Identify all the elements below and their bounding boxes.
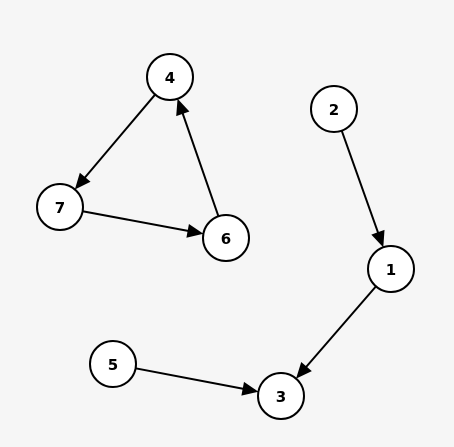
node-circle (36, 183, 84, 231)
edge-4-to-7 (74, 93, 156, 190)
node-5: 5 (89, 340, 137, 388)
node-3: 3 (257, 372, 305, 420)
node-6: 6 (202, 214, 250, 262)
edge-7-to-6 (82, 210, 204, 238)
arrowhead-icon (186, 223, 204, 238)
node-circle (89, 340, 137, 388)
node-circle (367, 245, 415, 293)
edges-layer (74, 93, 385, 396)
node-2: 2 (310, 85, 358, 133)
arrowhead-icon (296, 361, 312, 379)
edge-line (135, 367, 244, 390)
arrowhead-icon (371, 229, 385, 248)
arrowhead-icon (241, 381, 259, 396)
edge-2-to-1 (340, 130, 385, 248)
edge-1-to-3 (296, 285, 377, 379)
node-circle (202, 214, 250, 262)
edge-6-to-4 (176, 98, 220, 217)
edge-5-to-3 (135, 367, 259, 396)
node-label: 4 (165, 69, 175, 87)
node-label: 7 (55, 199, 65, 217)
node-circle (257, 372, 305, 420)
node-label: 6 (221, 230, 231, 248)
node-label: 3 (276, 388, 286, 406)
node-label: 1 (386, 261, 396, 279)
node-7: 7 (36, 183, 84, 231)
node-4: 4 (146, 53, 194, 101)
node-circle (146, 53, 194, 101)
edge-line (82, 210, 189, 233)
node-circle (310, 85, 358, 133)
nodes-layer: 4 2 7 6 1 5 3 (36, 53, 415, 420)
node-label: 5 (108, 356, 118, 374)
edge-line (305, 285, 377, 368)
arrowhead-icon (74, 172, 91, 190)
edge-line (340, 130, 380, 234)
node-1: 1 (367, 245, 415, 293)
arrowhead-icon (176, 98, 190, 117)
edge-line (181, 112, 220, 217)
node-label: 2 (329, 101, 339, 119)
edge-line (83, 93, 156, 179)
